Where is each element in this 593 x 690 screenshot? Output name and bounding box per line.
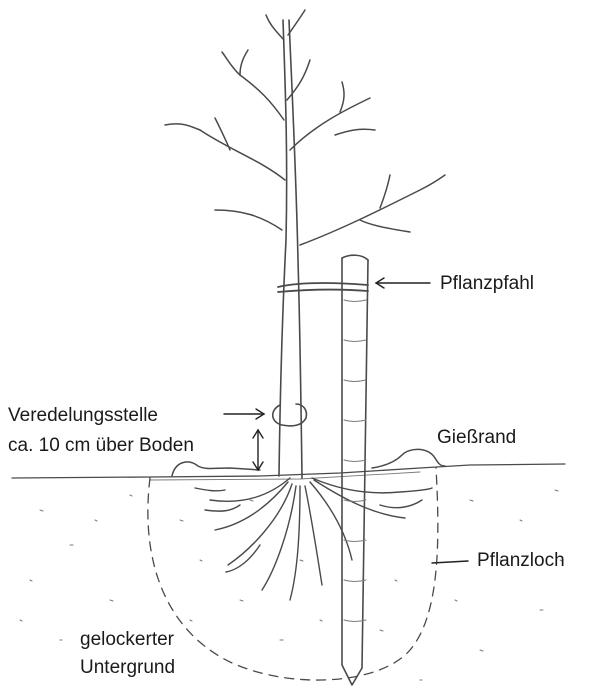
label-stake: Pflanzpfahl [440, 273, 534, 294]
stake [342, 255, 368, 685]
label-planting-hole: Pflanzloch [477, 550, 565, 571]
roots [195, 478, 432, 600]
label-graft-line1: Veredelungsstelle [8, 405, 158, 426]
arrow-graft [224, 409, 264, 419]
label-graft-line2: ca. 10 cm über Boden [8, 435, 194, 456]
watering-rim-left [172, 462, 260, 476]
branches [165, 10, 445, 245]
soil-texture [20, 490, 562, 680]
label-watering-rim: Gießrand [437, 427, 516, 448]
ground-surface [12, 464, 565, 480]
planting-hole-outline [148, 468, 438, 680]
watering-rim-right [372, 449, 445, 468]
label-subsoil-line1: gelockerter [80, 629, 175, 650]
arrow-stake [376, 278, 430, 288]
tree-tie [278, 283, 368, 292]
graft-height-marker [253, 430, 263, 470]
tree-trunk [279, 20, 302, 478]
arrow-hole [432, 561, 468, 563]
label-subsoil-line2: Untergrund [80, 657, 175, 678]
